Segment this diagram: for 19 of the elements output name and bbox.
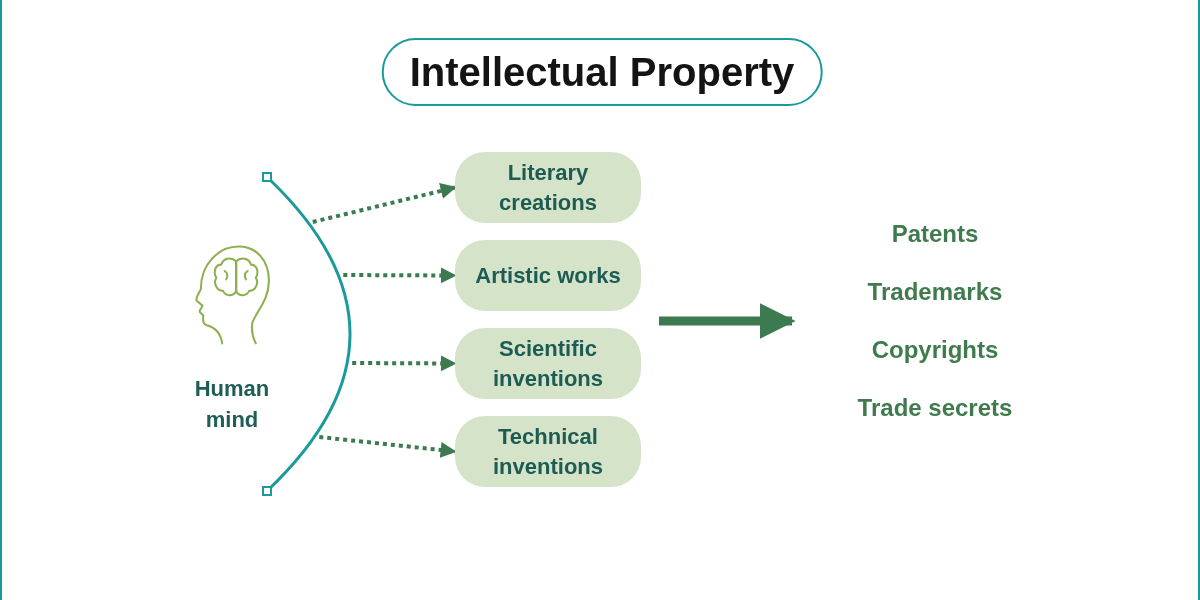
category-box: [455, 240, 641, 311]
box-label: Literary creations: [498, 158, 598, 217]
list-item: Trademarks: [867, 277, 1003, 307]
category-box: [455, 416, 641, 487]
category-box: [455, 152, 641, 223]
box-label: Scientific inventions: [492, 334, 604, 393]
thick-arrow: [659, 303, 796, 339]
list-item: Trade secrets: [857, 393, 1013, 423]
list-item: Copyrights: [871, 335, 999, 365]
node-label: Human mind: [193, 375, 271, 434]
dotted-arrow: [319, 435, 457, 458]
category-box: [455, 328, 641, 399]
dotted-arrow: [352, 355, 457, 372]
box-label: Artistic works: [474, 261, 622, 290]
dotted-arrow: [312, 183, 457, 224]
title: Intellectual Property: [409, 49, 795, 95]
dotted-arrow: [343, 267, 457, 284]
box-label: Technical inventions: [492, 422, 604, 481]
list-item: Patents: [891, 219, 979, 249]
